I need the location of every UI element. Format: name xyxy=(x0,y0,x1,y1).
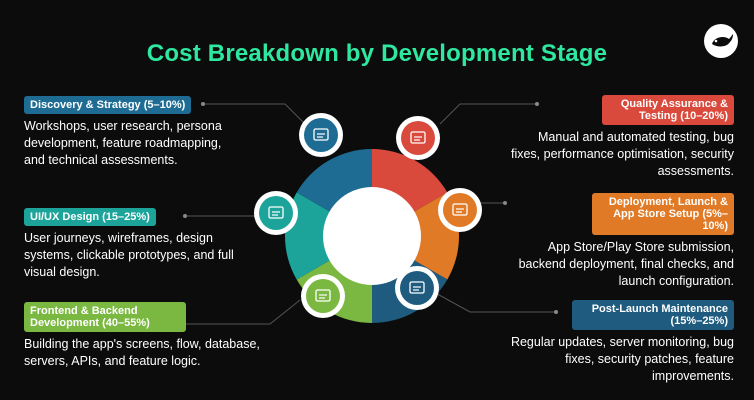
connector-line xyxy=(170,299,301,325)
stage-description: Regular updates, server monitoring, bug … xyxy=(510,335,734,383)
icon-circles xyxy=(254,113,482,318)
connector-line xyxy=(203,103,306,125)
stage-maintenance: Post-Launch Maintenance (15%–25%) Regula… xyxy=(510,300,734,385)
stage-badge: Deployment, Launch & App Store Setup (5%… xyxy=(592,193,734,235)
stage-badge: UI/UX Design (15–25%) xyxy=(24,208,156,226)
presentation-board-icon xyxy=(299,113,343,157)
stage-uiux: UI/UX Design (15–25%) User journeys, wir… xyxy=(24,207,244,281)
page-title: Cost Breakdown by Development Stage xyxy=(146,40,608,67)
stage-badge: Post-Launch Maintenance (15%–25%) xyxy=(572,300,734,330)
stage-badge: Discovery & Strategy (5–10%) xyxy=(24,96,192,114)
connector-dot xyxy=(554,310,558,314)
stage-deployment: Deployment, Launch & App Store Setup (5%… xyxy=(510,193,734,290)
stage-badge: Frontend & Backend Development (40–55%) xyxy=(24,302,186,332)
stage-description: User journeys, wireframes, design system… xyxy=(24,231,234,279)
stage-qa: Quality Assurance & Testing (10–20%) Man… xyxy=(510,95,734,180)
connector-dot xyxy=(535,102,539,106)
stage-badge: Quality Assurance & Testing (10–20%) xyxy=(602,95,734,125)
stage-discovery: Discovery & Strategy (5–10%) Workshops, … xyxy=(24,95,244,169)
stage-description: Workshops, user research, persona develo… xyxy=(24,119,222,167)
stage-description: Manual and automated testing, bug fixes,… xyxy=(510,130,734,178)
connector-dot xyxy=(183,214,187,218)
gear-maintenance-icon xyxy=(395,266,439,310)
stage-description: App Store/Play Store submission, backend… xyxy=(518,240,734,288)
wheel-center xyxy=(323,187,421,285)
stage-description: Building the app's screens, flow, databa… xyxy=(24,337,260,368)
connector-dot xyxy=(201,102,205,106)
connector-line xyxy=(439,103,537,125)
mobile-wireframe-icon xyxy=(254,191,298,235)
stage-development: Frontend & Backend Development (40–55%) … xyxy=(24,302,274,370)
connector-dot xyxy=(503,201,507,205)
rocket-launch-icon xyxy=(438,188,482,232)
code-window-icon xyxy=(301,274,345,318)
brand-logo xyxy=(704,24,738,58)
checklist-icon xyxy=(396,116,440,160)
whale-logo-icon xyxy=(712,34,733,47)
connector-line xyxy=(429,289,556,313)
